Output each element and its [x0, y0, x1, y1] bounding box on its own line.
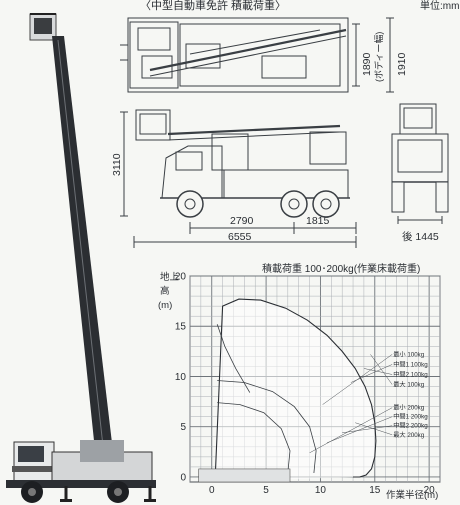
legend-leader-line [309, 407, 393, 454]
boom-truck-photo [6, 13, 156, 503]
dim-body-width-label: (ボディー幅) [373, 32, 384, 82]
y-tick-label: 0 [180, 472, 186, 483]
x-tick-label: 20 [424, 485, 436, 496]
legend-label: 中間1 200kg [393, 413, 428, 421]
header-title: 〈中型自動車免許 積載荷重〉 [140, 0, 286, 12]
dim-6555: 6555 [228, 231, 252, 243]
legend-leader-line [370, 354, 393, 385]
chart-ylabel-line1: 地上 [160, 271, 180, 283]
legend-label: 最小 200kg [393, 404, 425, 412]
top-view-dimensions: 1890 (ボディー幅) 1910 [352, 17, 408, 93]
legend-leader-line [350, 364, 393, 383]
legend-leader-line [363, 368, 393, 375]
legend-label: 中間1 100kg [393, 360, 428, 368]
side-view-drawing [135, 109, 350, 218]
y-tick-label: 20 [175, 272, 187, 283]
envelope-inner-arc [216, 324, 251, 393]
dim-1910: 1910 [396, 52, 408, 76]
dim-3110: 3110 [111, 153, 123, 176]
chart-truck-base [198, 468, 291, 483]
x-tick-label: 15 [369, 485, 381, 496]
chart-ticks: 0 5 10 15 20 0 5 10 15 20 [175, 272, 435, 497]
unit-label: 単位:mm [420, 0, 459, 12]
legend-label: 最大 100kg [393, 381, 425, 389]
rear-view-drawing [391, 103, 449, 224]
y-tick-label: 15 [175, 322, 187, 333]
x-tick-label: 5 [263, 485, 269, 496]
envelope-inner-arc [217, 402, 291, 474]
x-tick-label: 0 [209, 485, 215, 496]
legend-label: 最小 100kg [393, 350, 425, 358]
dim-1890: 1890 [361, 52, 373, 76]
legend-leader-line [355, 422, 393, 436]
chart-xlabel: 作業半径(m) [386, 489, 438, 501]
legend-leader-line [326, 416, 393, 444]
dim-rear-tread: 後 1445 [402, 230, 439, 243]
side-view-dimensions: 3110 2790 1815 6555 [111, 111, 357, 248]
y-tick-label: 5 [180, 422, 186, 433]
legend-leader-line [342, 425, 393, 434]
y-tick-label: 10 [175, 372, 187, 383]
legend-label: 最大 200kg [393, 431, 425, 439]
chart-ylabel-line2: 高 [160, 285, 170, 297]
chart-ylabel-line3: (m) [158, 300, 172, 311]
top-view-drawing [120, 17, 349, 93]
x-tick-label: 10 [315, 485, 327, 496]
legend-label: 中間2 200kg [393, 422, 428, 430]
dim-2790: 2790 [230, 215, 254, 227]
chart-legend: 最小 100kg 中間1 100kg 中間2 100kg 最大 100kg 最小 200… [309, 350, 428, 454]
chart-load-title: 積載荷重 100･200kg(作業床載荷重) [262, 262, 420, 275]
legend-label: 中間2 100kg [393, 370, 428, 378]
dim-1815: 1815 [306, 215, 330, 227]
